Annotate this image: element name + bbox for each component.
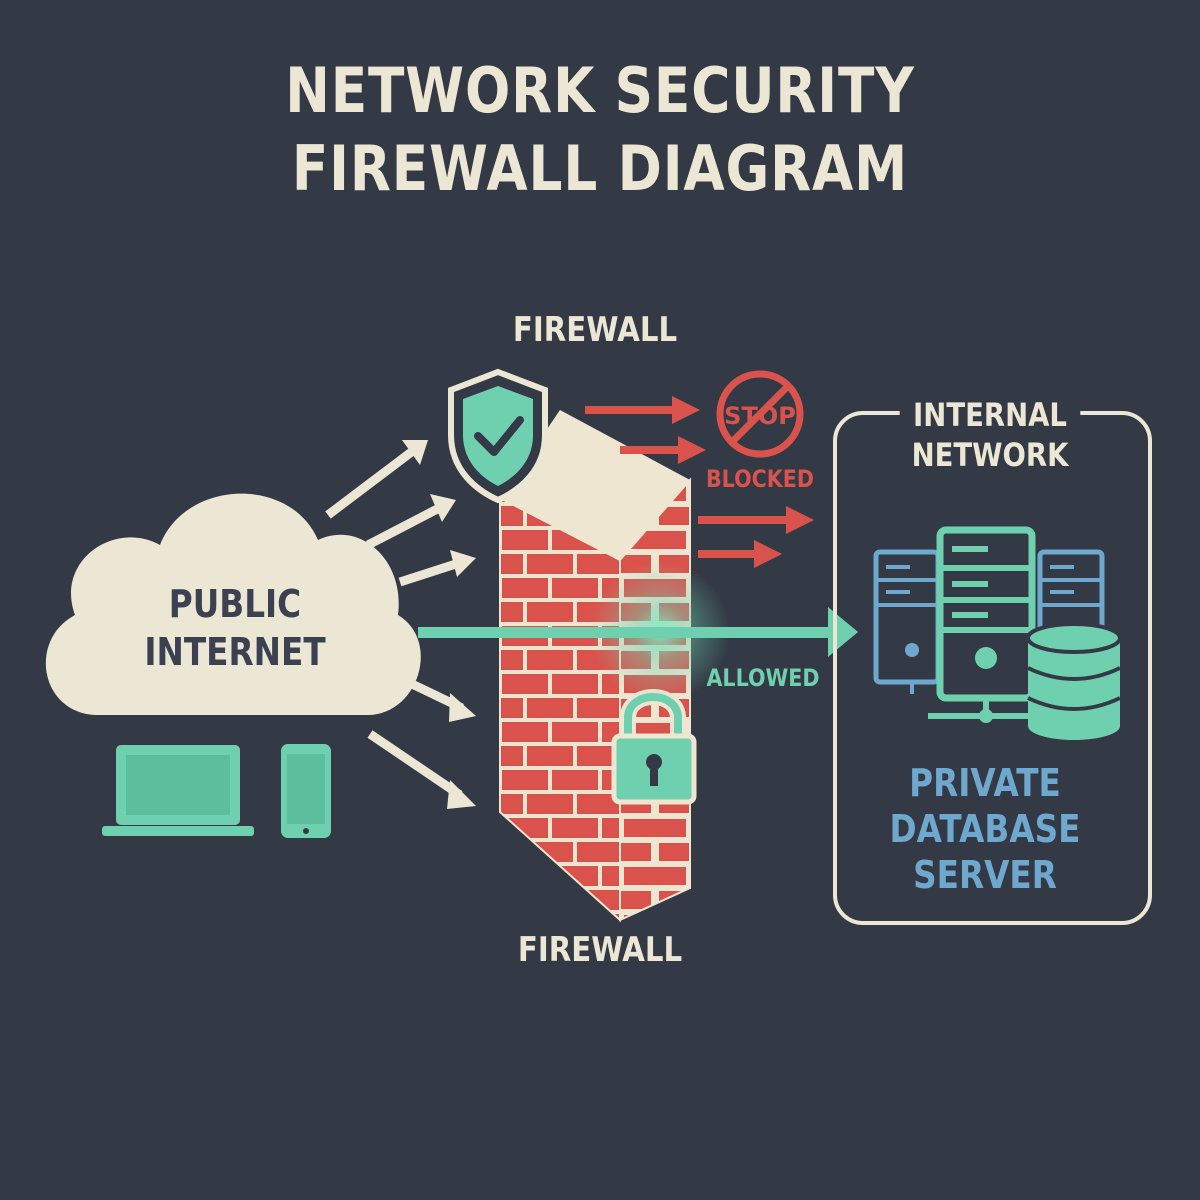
internal-network-line-1: INTERNAL	[913, 396, 1067, 434]
phone-icon	[281, 744, 331, 838]
internal-network-line-2: NETWORK	[911, 436, 1069, 474]
blocked-traffic-arrows	[585, 396, 814, 568]
title-line-2: FIREWALL DIAGRAM	[291, 132, 909, 205]
blocked-arrow-1	[585, 406, 675, 414]
incoming-arrow-2	[365, 501, 448, 549]
stop-sign-text: STOP	[724, 402, 796, 430]
incoming-traffic-arrows	[325, 440, 476, 809]
blocked-arrow-3	[698, 516, 788, 524]
private-database-server-label: PRIVATE DATABASE SERVER	[869, 760, 1101, 898]
allowed-label: ALLOWED	[706, 664, 820, 692]
stop-sign-icon: STOP	[716, 370, 804, 458]
firewall-label-bottom: FIREWALL	[517, 930, 683, 970]
server-rack-icon	[873, 526, 1105, 723]
shield-check-icon	[448, 368, 548, 504]
public-internet-label: PUBLIC INTERNET	[132, 580, 338, 676]
server-label-line-2: DATABASE	[889, 807, 1081, 851]
blocked-arrow-4	[698, 550, 756, 558]
firewall-label-top: FIREWALL	[512, 310, 678, 350]
public-internet-line-1: PUBLIC	[168, 582, 302, 626]
internal-network-label: INTERNAL NETWORK	[899, 395, 1081, 475]
blocked-arrow-2	[620, 446, 680, 454]
incoming-arrow-5	[367, 730, 463, 799]
cloud-icon	[45, 493, 421, 715]
incoming-arrow-3	[398, 557, 464, 587]
page-title: NETWORK SECURITY FIREWALL DIAGRAM	[84, 52, 1116, 208]
blocked-label: BLOCKED	[705, 465, 815, 493]
laptop-icon	[102, 745, 254, 836]
public-internet-line-2: INTERNET	[144, 630, 326, 674]
title-line-1: NETWORK SECURITY	[285, 54, 915, 127]
server-label-line-3: SERVER	[913, 853, 1057, 897]
server-label-line-1: PRIVATE	[909, 761, 1061, 805]
database-icon	[1026, 622, 1122, 740]
incoming-arrow-1	[325, 443, 421, 519]
